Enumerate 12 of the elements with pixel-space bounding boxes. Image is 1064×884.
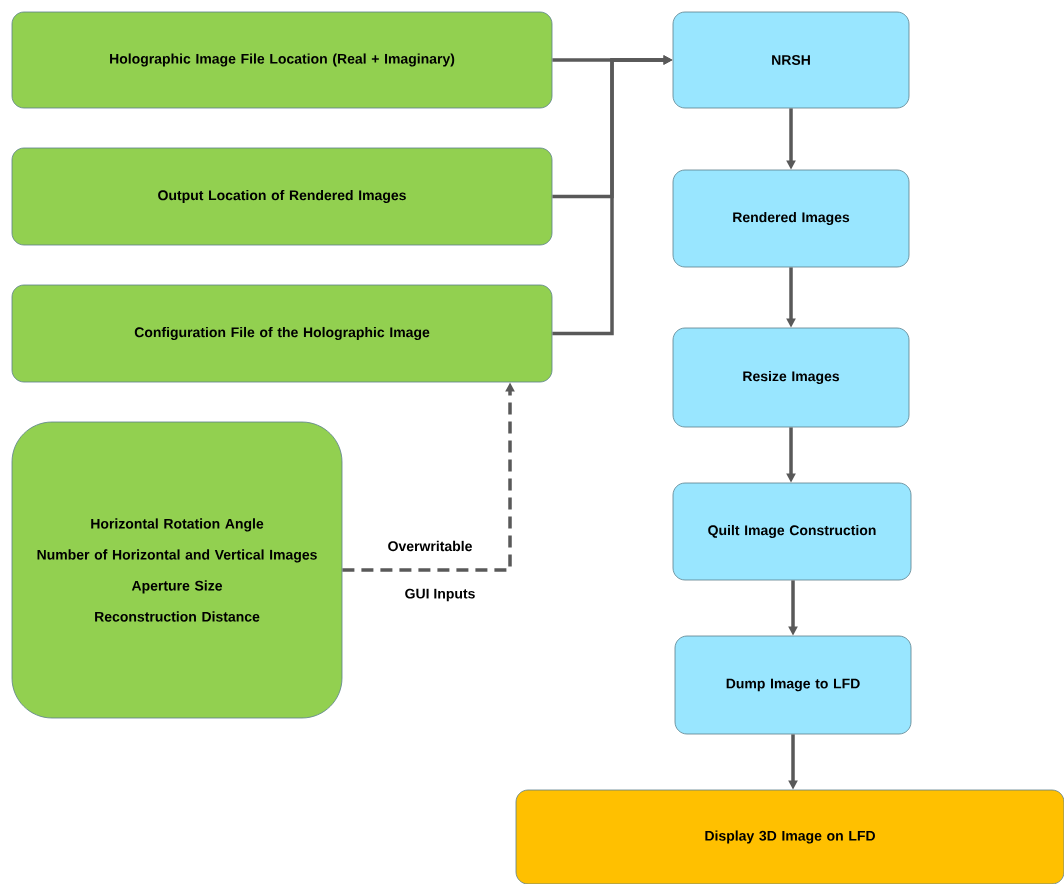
output-box: Display 3D Image on LFD [515,789,1064,884]
input-box: Output Location of Rendered Images [11,147,553,246]
process-box: Quilt Image Construction [672,482,912,581]
parameter-box: Horizontal Rotation Angle Number of Horizontal and Vertical Images Aperture Size Reconstruction Distance [11,421,343,719]
process-box: NRSH [672,11,910,109]
input-box: Configuration File of the Holographic Image [11,284,553,383]
line-label: GUI Inputs [405,588,475,602]
input-box: Holographic Image File Location (Real + Imaginary) [11,11,553,109]
edge-label: Overwritable [386,539,474,553]
process-box: Resize Images [672,327,910,428]
process-box: Rendered Images [672,169,910,268]
process-box: Dump Image to LFD [674,635,912,735]
